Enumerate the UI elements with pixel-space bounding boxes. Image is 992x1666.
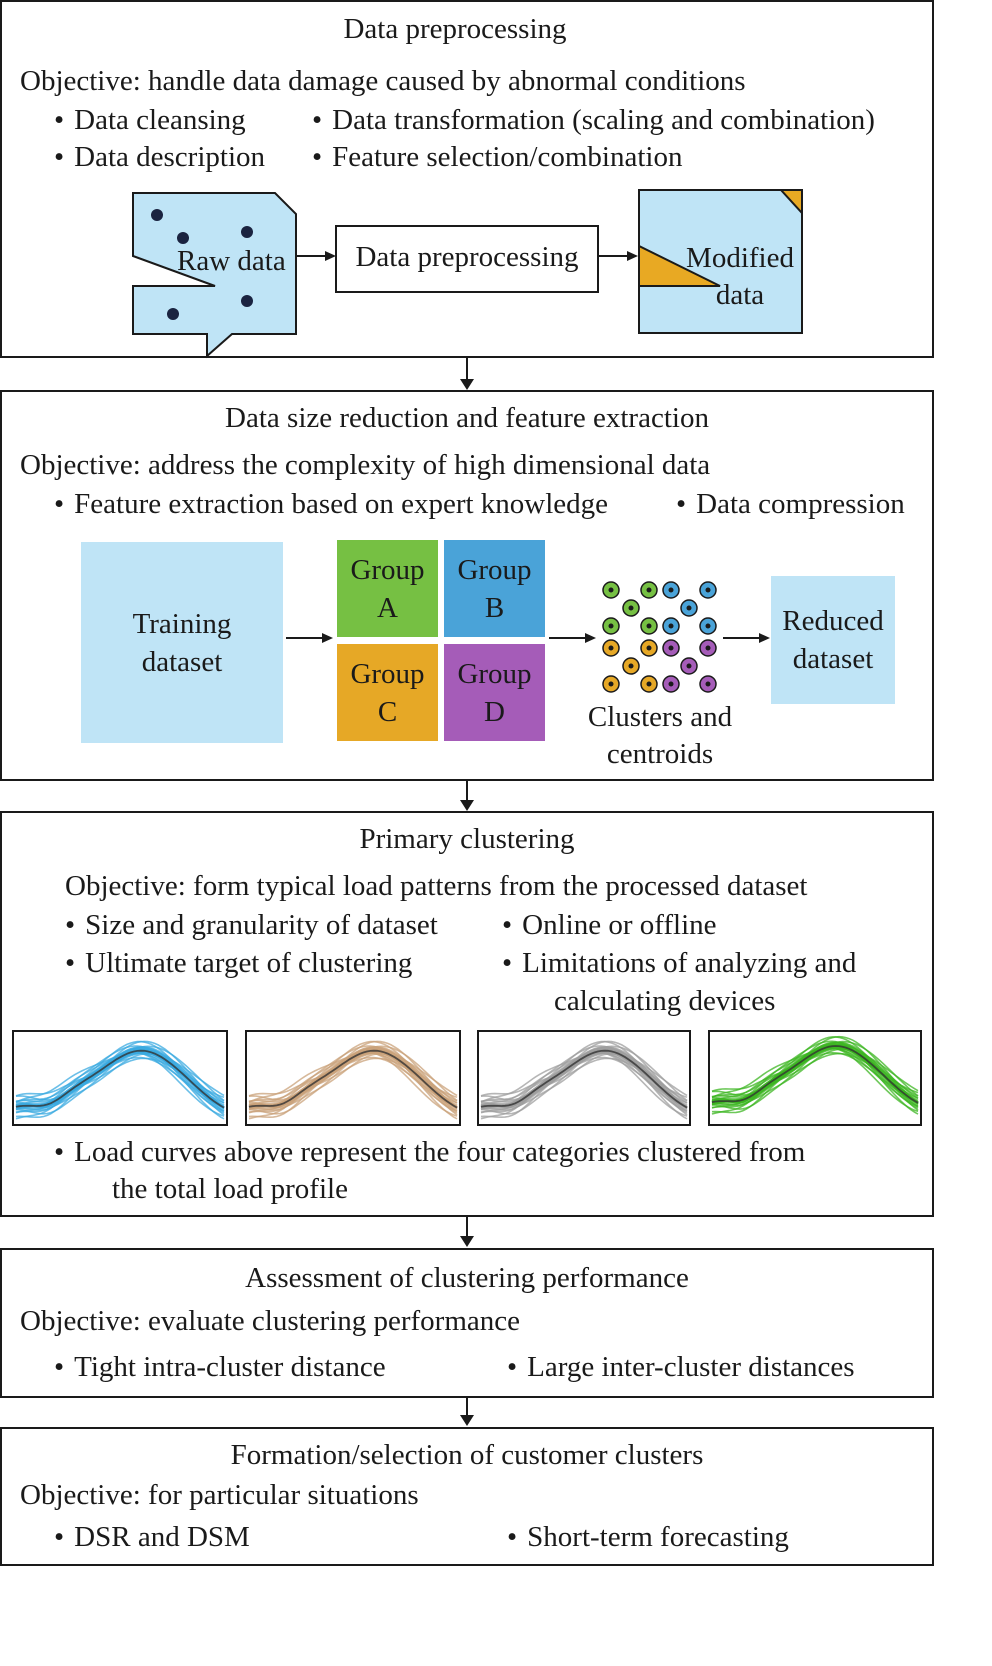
section2-arrows bbox=[286, 633, 770, 643]
centroid-mark bbox=[705, 587, 711, 593]
group-label: Group bbox=[350, 657, 425, 690]
load-curve-centroid bbox=[480, 1049, 688, 1109]
group-label: Group bbox=[350, 553, 425, 586]
centroid-mark bbox=[705, 623, 711, 629]
load-curve-line bbox=[248, 1052, 458, 1110]
training-dataset-block: Training dataset bbox=[81, 542, 283, 743]
group-label: C bbox=[377, 695, 398, 728]
load-curve-line bbox=[711, 1042, 919, 1115]
centroid-mark bbox=[628, 605, 634, 611]
bullet-item: Tight intra-cluster distance bbox=[54, 1350, 385, 1384]
objective-text: Objective: evaluate clustering performan… bbox=[20, 1305, 521, 1337]
objective-text: Objective: address the complexity of hig… bbox=[20, 449, 711, 481]
process-label: Data preprocessing bbox=[355, 241, 579, 273]
bullet-item: Online or offline bbox=[502, 908, 716, 942]
bullet-item: Limitations of analyzing and bbox=[502, 946, 856, 980]
load-curve-centroid bbox=[15, 1049, 225, 1109]
bullet-item: Short-term forecasting bbox=[507, 1520, 789, 1554]
flow-arrow bbox=[460, 1217, 474, 1247]
objective-text: Objective: handle data damage caused by … bbox=[20, 65, 746, 97]
bullet-item: Data description bbox=[54, 140, 265, 174]
modified-data-label: Modified bbox=[686, 242, 794, 274]
modified-data-label: data bbox=[715, 279, 765, 311]
load-curve-line bbox=[711, 1048, 919, 1105]
training-label: Training bbox=[132, 607, 232, 640]
flow-arrow bbox=[460, 358, 474, 390]
bullet-item: Feature selection/combination bbox=[312, 140, 682, 174]
load-curve-line bbox=[248, 1051, 458, 1120]
centroid-mark bbox=[686, 605, 692, 611]
load-curve-line bbox=[480, 1051, 688, 1120]
centroid-mark bbox=[646, 645, 652, 651]
clusters-label: Clusters and bbox=[587, 701, 733, 733]
bullet-item: Load curves above represent the four cat… bbox=[54, 1135, 805, 1169]
bullet-item: Feature extraction based on expert knowl… bbox=[54, 487, 608, 521]
section-title: Assessment of clustering performance bbox=[245, 1262, 689, 1294]
flow-arrow bbox=[460, 1398, 474, 1426]
reduced-label: dataset bbox=[792, 643, 874, 675]
bullet-item: Ultimate target of clustering bbox=[65, 946, 412, 980]
load-curve-line bbox=[480, 1047, 688, 1120]
centroid-mark bbox=[646, 681, 652, 687]
raw-data-label: Raw data bbox=[177, 245, 286, 277]
load-curve-line bbox=[15, 1052, 225, 1110]
group-label: Group bbox=[457, 553, 532, 586]
section-title: Formation/selection of customer clusters bbox=[230, 1439, 704, 1471]
bullet-item: Data transformation (scaling and combina… bbox=[312, 103, 875, 137]
centroid-mark bbox=[686, 663, 692, 669]
centroid-mark bbox=[668, 681, 674, 687]
section-title: Data size reduction and feature extracti… bbox=[225, 402, 709, 434]
bullet-item: Size and granularity of dataset bbox=[65, 908, 438, 942]
section-title: Data preprocessing bbox=[343, 13, 567, 45]
bullet-continuation: calculating devices bbox=[554, 985, 776, 1017]
objective-text: Objective: for particular situations bbox=[20, 1479, 419, 1511]
objective-text: Objective: form typical load patterns fr… bbox=[65, 870, 808, 902]
raw-data-shape bbox=[132, 189, 803, 359]
load-curve-line bbox=[480, 1052, 688, 1110]
centroid-mark bbox=[668, 645, 674, 651]
reduced-dataset-block: Reduced dataset bbox=[771, 576, 895, 704]
group-label: Group bbox=[457, 657, 532, 690]
centroid-mark bbox=[668, 623, 674, 629]
load-curve-line bbox=[711, 1046, 919, 1115]
centroid-mark bbox=[705, 645, 711, 651]
group-label: D bbox=[484, 695, 505, 728]
clusters-and-centroids-graphic bbox=[602, 581, 717, 693]
centroid-mark bbox=[628, 663, 634, 669]
bullet-item: Large inter-cluster distances bbox=[507, 1350, 854, 1384]
bullet-item: Data cleansing bbox=[54, 103, 246, 137]
reduced-label: Reduced bbox=[782, 605, 884, 637]
load-curve-panels bbox=[12, 1030, 922, 1126]
centroid-mark bbox=[646, 587, 652, 593]
centroid-mark bbox=[608, 623, 614, 629]
load-curve-centroid bbox=[711, 1045, 919, 1104]
load-curve-line bbox=[248, 1047, 458, 1120]
flow-arrow bbox=[460, 781, 474, 811]
section-title: Primary clustering bbox=[359, 823, 575, 855]
bullet-item: Data compression bbox=[676, 487, 905, 521]
clusters-label: centroids bbox=[606, 738, 714, 770]
preprocessing-process-box bbox=[335, 225, 599, 293]
bullet-item: DSR and DSM bbox=[54, 1520, 250, 1554]
group-label: B bbox=[484, 591, 505, 624]
centroid-mark bbox=[668, 587, 674, 593]
training-label: dataset bbox=[141, 645, 223, 678]
group-label: A bbox=[377, 591, 398, 624]
load-curve-line bbox=[15, 1047, 225, 1120]
centroid-mark bbox=[646, 623, 652, 629]
centroid-mark bbox=[608, 681, 614, 687]
centroid-mark bbox=[705, 681, 711, 687]
centroid-mark bbox=[608, 587, 614, 593]
centroid-mark bbox=[608, 645, 614, 651]
load-curve-line bbox=[15, 1051, 225, 1120]
load-curve-centroid bbox=[248, 1049, 458, 1109]
bullet-continuation: the total load profile bbox=[112, 1173, 348, 1205]
